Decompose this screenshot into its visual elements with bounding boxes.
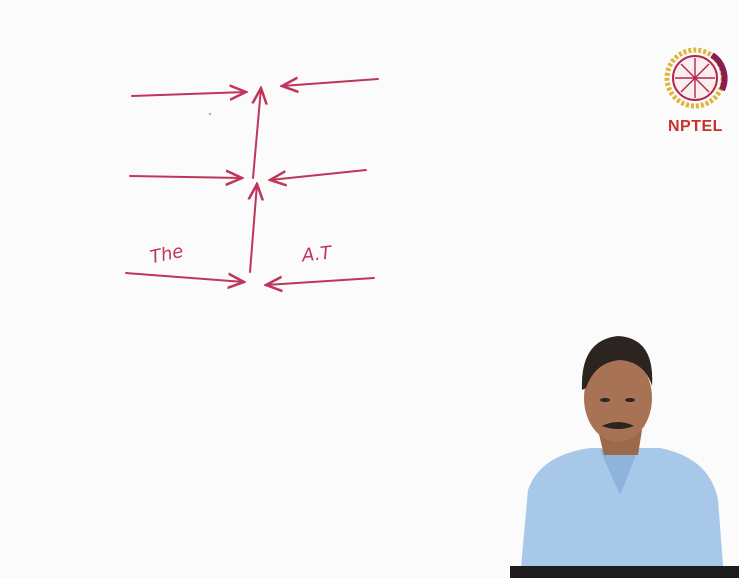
arrow-left-bottom: [125, 272, 244, 282]
arrow-vertical-upper: [253, 88, 261, 179]
arrow-left-top: [131, 92, 246, 96]
stray-dot: [208, 112, 212, 116]
arrow-vertical-lower: [250, 184, 257, 273]
nptel-logo-icon: [664, 47, 728, 109]
arrow-left-mid: [129, 176, 242, 178]
arrow-right-bottom: [266, 278, 375, 285]
arrow-right-mid: [270, 169, 367, 180]
arrow-right-top: [282, 79, 379, 86]
label-at: A.T: [300, 242, 333, 267]
presenter-video: [510, 336, 739, 578]
nptel-logo-text: NPTEL: [668, 118, 723, 135]
